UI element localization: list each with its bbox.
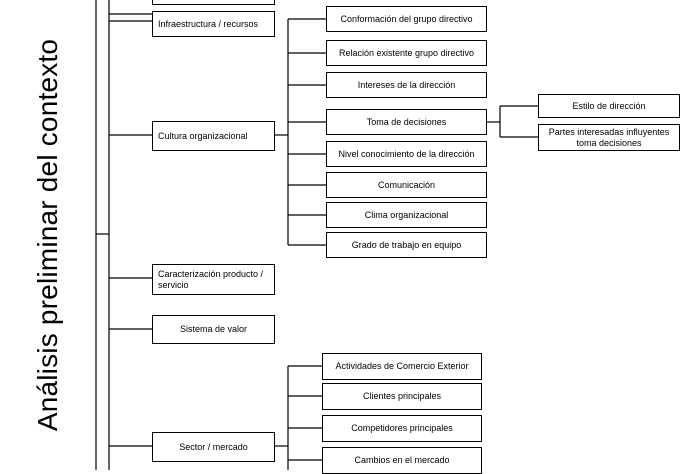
cut-off-top-box: [152, 0, 275, 5]
node-valor-label: Sistema de valor: [179, 324, 248, 334]
node-infraestructura-label: Infraestructura / recursos: [158, 18, 259, 29]
node-cultura-label: Cultura organizacional: [158, 130, 248, 141]
node-caracterizacion: Caracterización producto / servicio: [152, 264, 275, 295]
node-conformacion-label: Conformación del grupo directivo: [340, 13, 473, 24]
node-toma-label: Toma de decisiones: [366, 116, 447, 127]
node-cambios-label: Cambios en el mercado: [354, 455, 450, 465]
node-toma-decisiones: Toma de decisiones: [326, 109, 487, 135]
node-estilo-direccion: Estilo de dirección: [538, 94, 680, 118]
node-infraestructura: Infraestructura / recursos: [152, 11, 275, 37]
node-comunicacion-label: Comunicación: [377, 179, 436, 190]
node-cultura-organizacional: Cultura organizacional: [152, 121, 275, 151]
node-intereses-label: Intereses de la dirección: [357, 79, 456, 90]
node-clientes: Clientes principales: [322, 383, 482, 410]
node-clima-label: Clima organizacional: [364, 209, 449, 220]
node-estilo-label: Estilo de dirección: [572, 100, 646, 111]
node-clientes-label: Clientes principales: [362, 391, 442, 401]
node-sector-label: Sector / mercado: [179, 441, 248, 452]
node-comercio-label: Actividades de Comercio Exterior: [335, 361, 469, 371]
node-relacion: Relación existente grupo directivo: [326, 40, 487, 66]
node-sector-mercado: Sector / mercado: [152, 432, 275, 462]
node-comercio-exterior: Actividades de Comercio Exterior: [322, 353, 482, 380]
node-nivel-conocimiento: Nivel conocimiento de la dirección: [326, 141, 487, 167]
node-comunicacion: Comunicación: [326, 172, 487, 198]
node-clima: Clima organizacional: [326, 202, 487, 228]
node-intereses: Intereses de la dirección: [326, 72, 487, 98]
node-caracterizacion-label: Caracterización producto / servicio: [158, 268, 264, 290]
node-nivel-label: Nivel conocimiento de la dirección: [338, 148, 475, 159]
node-competidores-label: Competidores principales: [351, 423, 453, 433]
node-partes-interesadas: Partes interesadas influyentes toma deci…: [538, 124, 680, 151]
node-grado-trabajo: Grado de trabajo en equipo: [326, 232, 487, 258]
node-grado-label: Grado de trabajo en equipo: [351, 239, 462, 250]
node-relacion-label: Relación existente grupo directivo: [338, 47, 475, 58]
node-partes-label: Partes interesadas influyentes toma deci…: [548, 126, 670, 148]
node-sistema-de-valor: Sistema de valor: [152, 315, 275, 344]
node-conformacion: Conformación del grupo directivo: [326, 6, 487, 32]
node-competidores: Competidores principales: [322, 415, 482, 442]
